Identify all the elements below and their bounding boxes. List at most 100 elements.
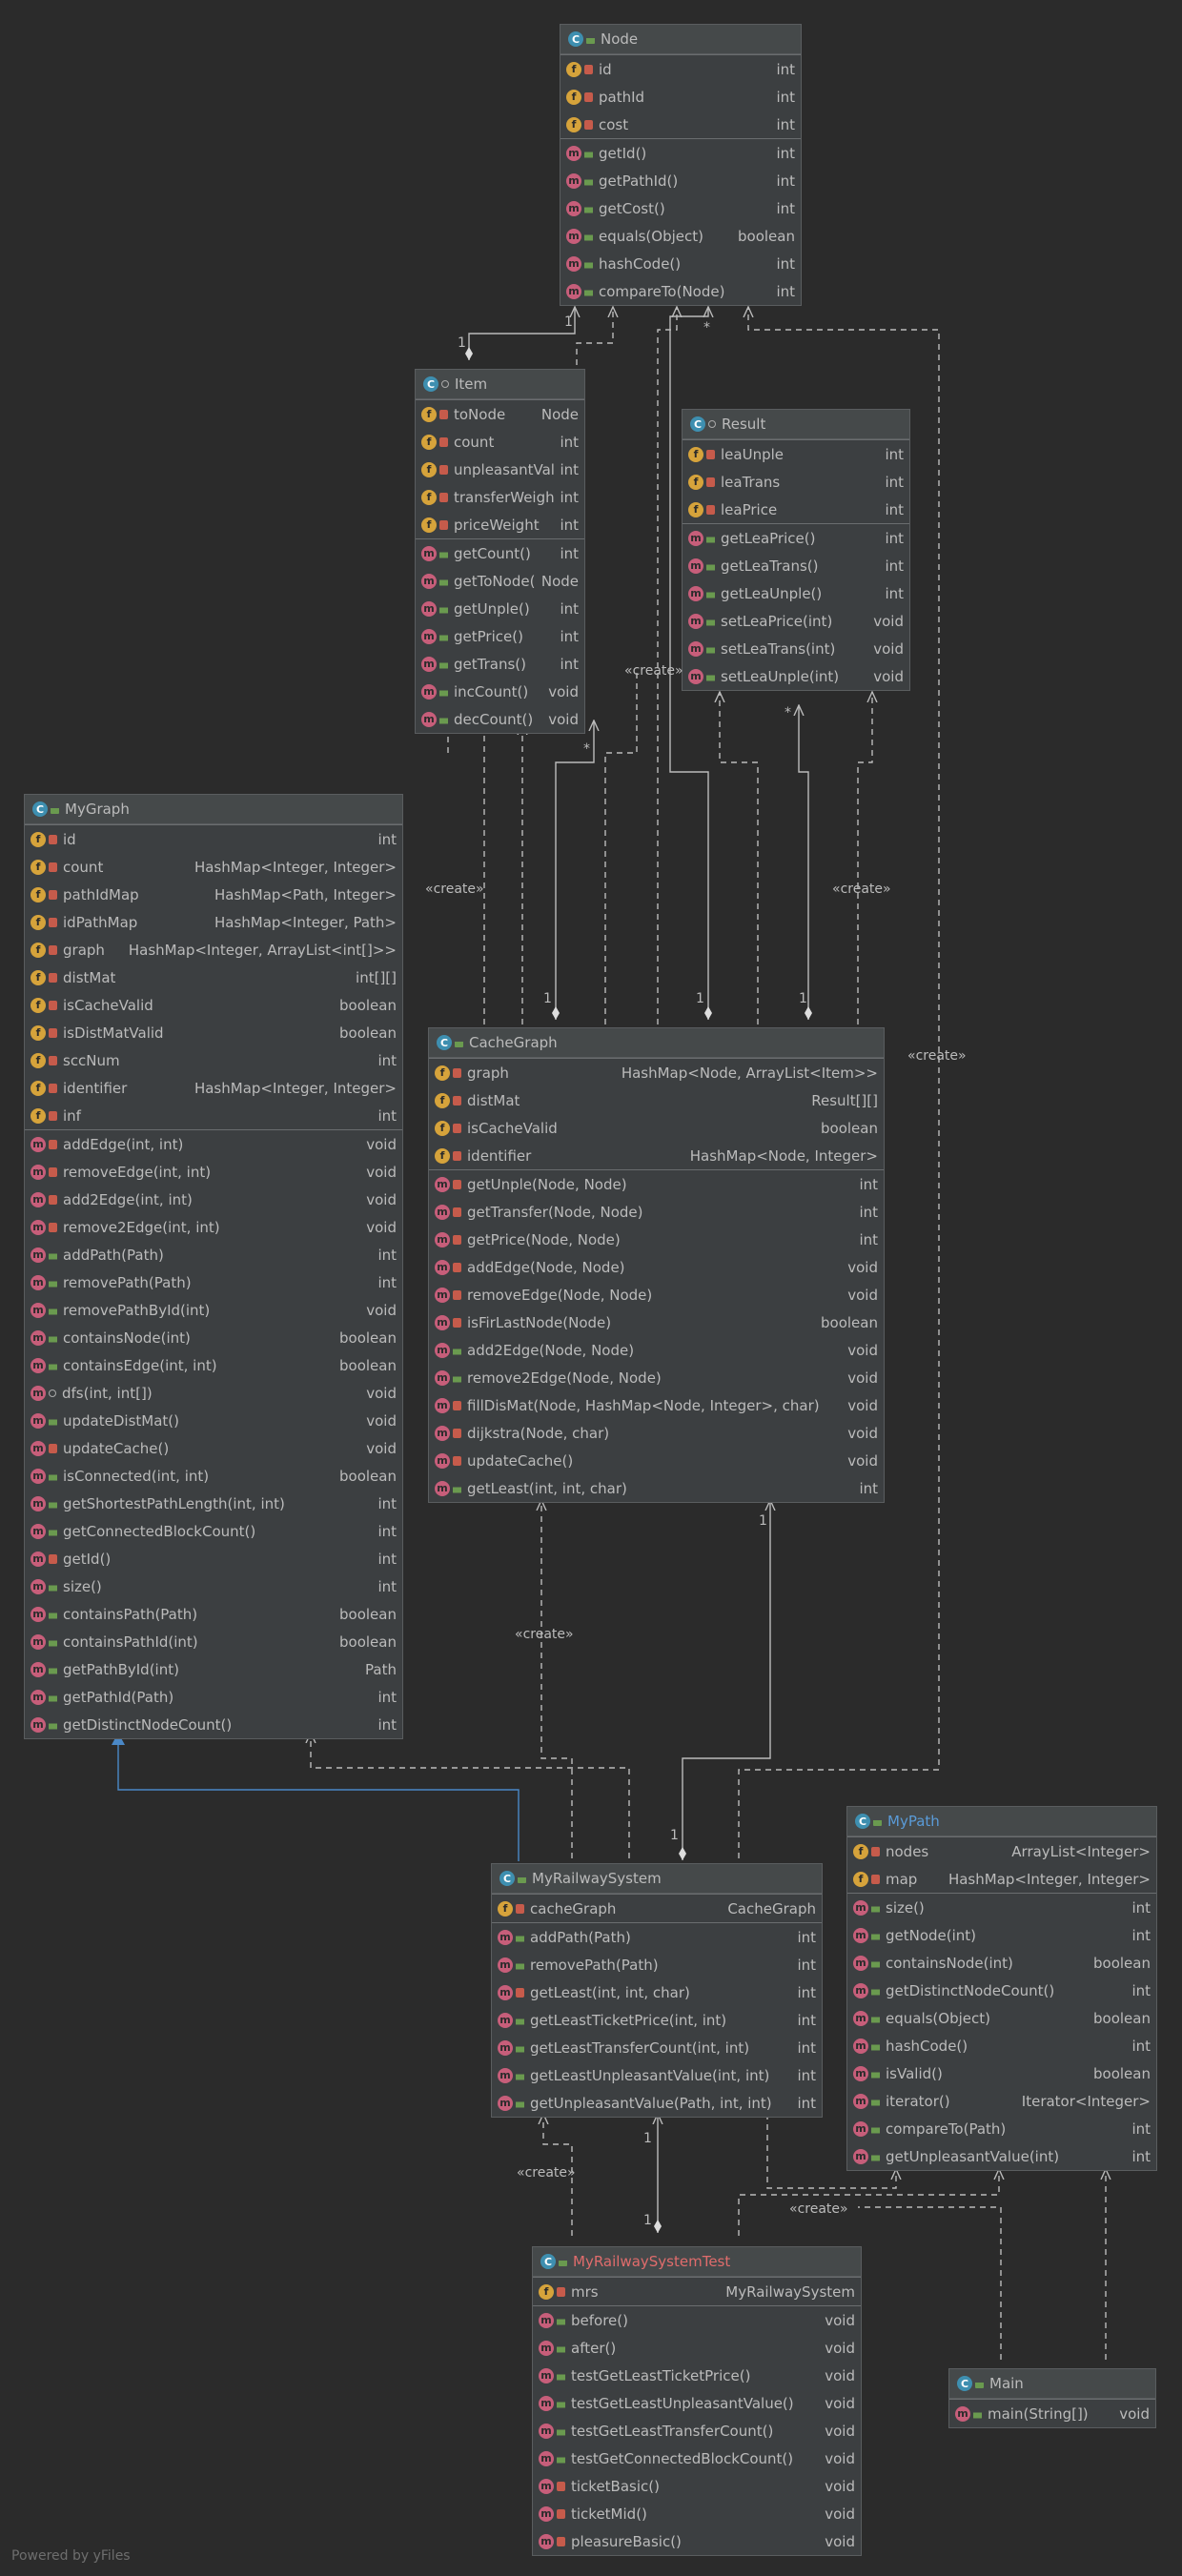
- method-type: int: [859, 1175, 878, 1193]
- method-icon: m: [853, 1927, 868, 1943]
- field-name: inf: [63, 1106, 81, 1125]
- multiplicity-label: *: [703, 320, 710, 335]
- private-icon: [49, 1222, 57, 1232]
- private-icon: [453, 1095, 461, 1105]
- method-icon: m: [435, 1204, 450, 1220]
- method-icon: m: [31, 1633, 46, 1650]
- method-name: size(): [886, 1898, 925, 1917]
- public-icon: [439, 607, 448, 614]
- method-type: int: [1131, 1926, 1151, 1944]
- method-name: getUnpleasantValue(Path, int, int): [530, 2094, 772, 2112]
- field-type: Result[][]: [811, 1091, 878, 1109]
- method-type: void: [366, 1384, 397, 1402]
- class-title: MyGraph: [65, 801, 130, 818]
- field-icon: f: [853, 1843, 868, 1859]
- method-name: getLeaUnple(): [721, 584, 823, 602]
- method-type: int: [885, 529, 904, 547]
- public-icon: [49, 1308, 57, 1315]
- method-name: containsPathId(int): [63, 1633, 198, 1651]
- method-type: void: [366, 1135, 397, 1153]
- private-icon: [557, 2286, 565, 2297]
- method-icon: m: [31, 1468, 46, 1484]
- create-label: «create»: [789, 2201, 848, 2217]
- method-icon: m: [688, 558, 703, 574]
- method-type: void: [847, 1286, 878, 1304]
- field-icon: f: [31, 859, 46, 875]
- private-icon: [49, 1055, 57, 1065]
- field-name: distMat: [467, 1091, 520, 1109]
- method-type: void: [847, 1396, 878, 1414]
- public-icon: [871, 2155, 880, 2161]
- method-icon: m: [31, 1412, 46, 1429]
- private-icon: [49, 1083, 57, 1093]
- private-icon: [49, 972, 57, 983]
- method-type: int: [1131, 1898, 1151, 1917]
- method-type: void: [366, 1163, 397, 1181]
- method-name: compareTo(Path): [886, 2120, 1007, 2138]
- field-icon: f: [435, 1065, 450, 1081]
- method-type: void: [366, 1190, 397, 1208]
- method-name: incCount(): [454, 682, 529, 700]
- field-type: CacheGraph: [727, 1899, 816, 1917]
- method-icon: m: [435, 1397, 450, 1413]
- public-icon: [453, 1349, 461, 1355]
- method-name: containsEdge(int, int): [63, 1356, 217, 1374]
- class-icon: C: [32, 801, 48, 817]
- create-label: «create»: [832, 882, 891, 897]
- method-name: updateDistMat(): [63, 1411, 179, 1430]
- private-icon: [706, 504, 715, 515]
- field-name: idPathMap: [63, 913, 138, 931]
- field-name: transferWeight: [454, 488, 555, 506]
- method-type: int: [1131, 2147, 1151, 2165]
- method-type: int: [377, 1688, 397, 1706]
- method-name: getPrice(): [454, 627, 523, 645]
- method-type: int: [797, 1983, 816, 2001]
- method-name: setLeaUnple(int): [721, 667, 840, 685]
- private-icon: [453, 1428, 461, 1438]
- method-icon: m: [853, 2010, 868, 2026]
- field-name: mrs: [571, 2282, 599, 2301]
- public-icon: [871, 2072, 880, 2079]
- multiplicity-label: *: [785, 705, 791, 720]
- field-type: int: [560, 433, 579, 451]
- method-name: getUnple(Node, Node): [467, 1175, 627, 1193]
- package-icon: [441, 380, 449, 388]
- private-icon: [439, 519, 448, 530]
- method-name: getPathId(Path): [63, 1688, 174, 1706]
- method-icon: m: [566, 228, 581, 244]
- method-type: int: [797, 2011, 816, 2029]
- method-icon: m: [955, 2405, 970, 2422]
- field-type: int: [885, 473, 904, 491]
- method-name: dijkstra(Node, char): [467, 1424, 610, 1442]
- method-icon: m: [31, 1440, 46, 1456]
- field-icon: f: [566, 116, 581, 132]
- method-icon: m: [421, 545, 437, 561]
- method-type: void: [825, 2449, 855, 2467]
